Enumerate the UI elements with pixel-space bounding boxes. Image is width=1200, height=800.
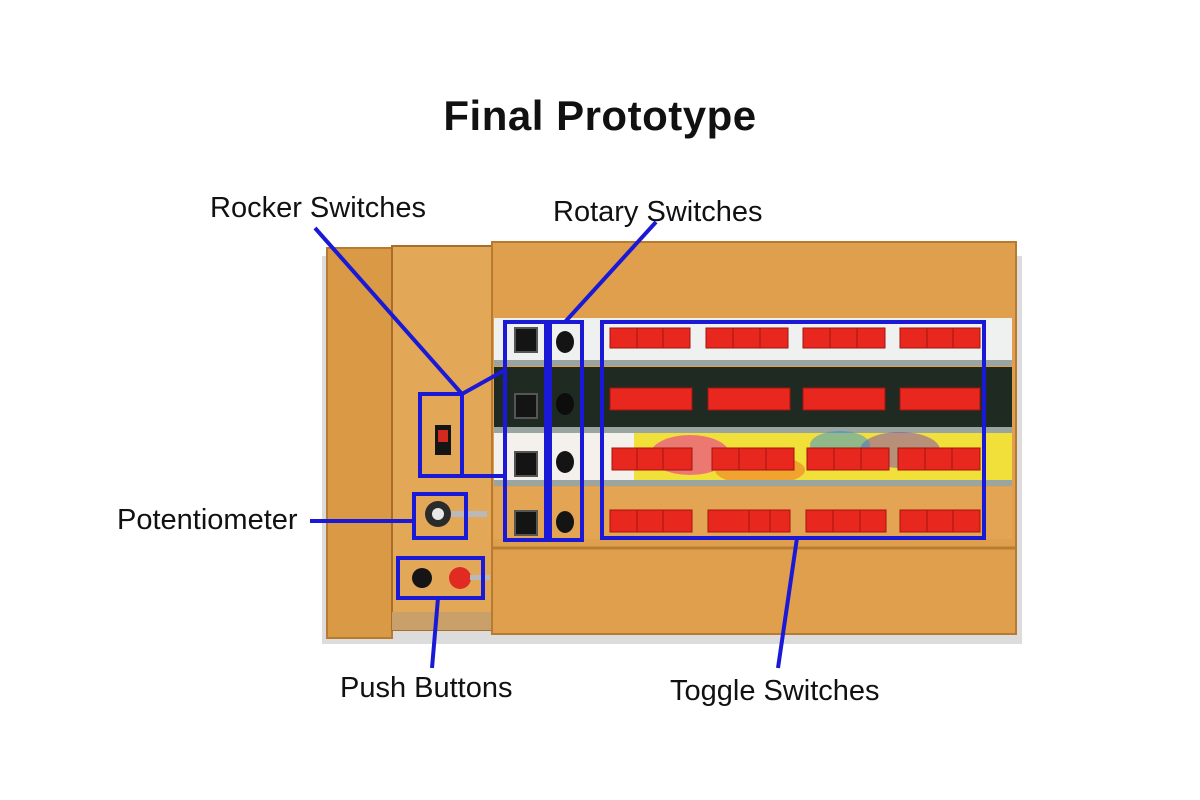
rocker-switch-icon <box>514 327 538 353</box>
toggle-switch-icon <box>609 387 981 411</box>
rotary-switch-icon <box>556 331 574 353</box>
push-button-icon <box>412 568 432 588</box>
rotary-switch-icon <box>556 393 574 415</box>
figure-title: Final Prototype <box>443 92 757 139</box>
left-wood-rail <box>327 248 392 638</box>
rotary-switch-icon <box>556 451 574 473</box>
push-button-icon <box>449 567 471 589</box>
rocker-switch-icon <box>514 393 538 419</box>
label-rotary-switches: Rotary Switches <box>553 196 763 228</box>
label-toggle-switches: Toggle Switches <box>670 675 880 707</box>
label-push-buttons: Push Buttons <box>340 672 513 704</box>
rocker-switch-icon <box>514 510 538 536</box>
rotary-switch-icon <box>556 511 574 533</box>
toggle-switch-icon <box>609 327 981 349</box>
label-rocker-switches: Rocker Switches <box>210 192 426 224</box>
label-potentiometer: Potentiometer <box>117 504 298 536</box>
annotation-overlay <box>310 220 986 669</box>
rocker-switch-icon <box>514 451 538 477</box>
toggle-switch-icon <box>611 447 981 471</box>
